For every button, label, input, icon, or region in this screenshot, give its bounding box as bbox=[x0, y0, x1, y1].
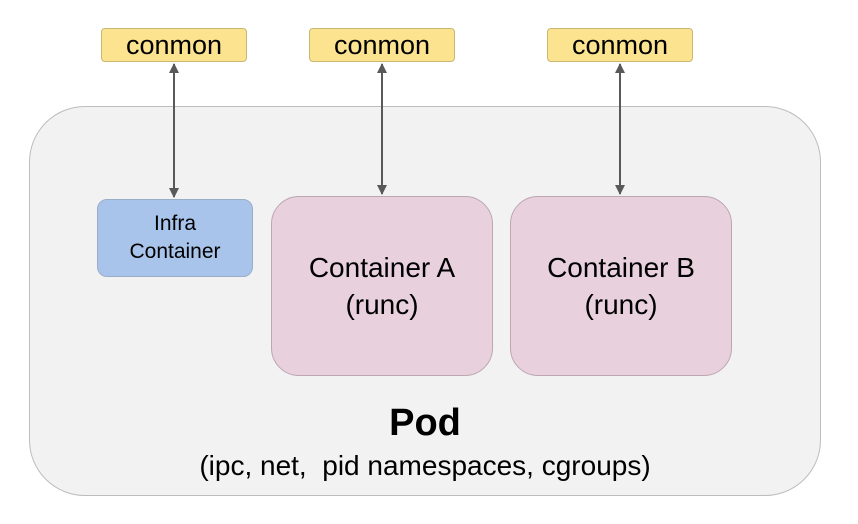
pod-title: Pod bbox=[389, 402, 461, 444]
conmon-label: conmon bbox=[571, 30, 669, 60]
conmon-box-container-b: conmon bbox=[547, 28, 693, 62]
container-a-runtime: (runc) bbox=[345, 289, 419, 320]
infra-label-line1: Infra bbox=[153, 212, 197, 235]
infra-container-box: Infra Container bbox=[97, 199, 253, 277]
container-b-box: Container B (runc) bbox=[510, 196, 732, 376]
container-a-box: Container A (runc) bbox=[271, 196, 493, 376]
container-b-runtime: (runc) bbox=[584, 289, 658, 320]
conmon-label: conmon bbox=[125, 30, 223, 60]
pod-subtitle: (ipc, net, pid namespaces, cgroups) bbox=[199, 450, 651, 481]
container-b-name: Container B bbox=[547, 252, 695, 283]
conmon-box-infra: conmon bbox=[101, 28, 247, 62]
infra-label-line2: Container bbox=[129, 240, 221, 263]
conmon-label: conmon bbox=[333, 30, 431, 60]
container-a-name: Container A bbox=[308, 252, 456, 283]
conmon-box-container-a: conmon bbox=[309, 28, 455, 62]
